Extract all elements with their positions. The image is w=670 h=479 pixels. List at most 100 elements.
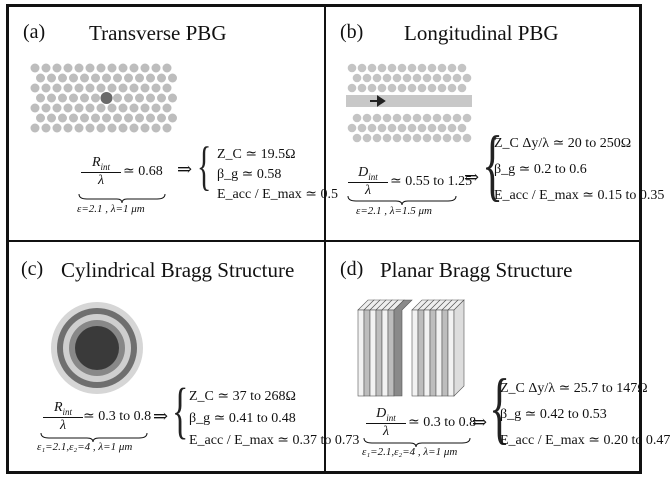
stack-side-face (453, 299, 465, 397)
lattice-rod (85, 83, 95, 93)
ratio-value: ≃ 0.3 to 0.8 (83, 409, 152, 424)
lattice-rod (118, 123, 128, 133)
lattice-rod (432, 73, 442, 83)
lattice-rod (47, 93, 56, 103)
lattice-rod (151, 83, 161, 93)
lattice-rod (96, 63, 106, 73)
panel-title: Transverse PBG (89, 21, 227, 45)
lattice-rod (357, 63, 367, 73)
bragg-layer (429, 309, 437, 397)
lattice-rod (107, 63, 117, 73)
lattice-rod (118, 103, 128, 113)
result-group-velocity: β_g ≃ 0.2 to 0.6 (494, 162, 587, 177)
lattice-rod (412, 73, 422, 83)
lattice-rod (372, 113, 382, 123)
lattice-rod (129, 83, 139, 93)
lattice-rod (407, 63, 417, 73)
lattice-rod (36, 73, 45, 83)
bragg-layer (417, 309, 425, 397)
lattice-rod (397, 63, 407, 73)
bragg-layer (369, 309, 377, 397)
cylindrical-bragg-rings (51, 302, 143, 394)
transverse-pbg-lattice (30, 63, 177, 133)
lattice-rod (124, 73, 133, 83)
lattice-rod (52, 103, 62, 113)
bragg-layer (363, 309, 371, 397)
lattice-rod (407, 123, 417, 133)
lattice-rod (52, 123, 62, 133)
lattice-rod (162, 83, 172, 93)
lattice-rod (41, 83, 51, 93)
lattice-rod (432, 113, 442, 123)
horizontal-divider (6, 240, 642, 242)
lattice-rod (457, 63, 467, 73)
lattice-rod (135, 113, 144, 123)
lattice-rod (462, 133, 472, 143)
panel-tag: (a) (23, 21, 46, 43)
lattice-rod (151, 123, 161, 133)
lattice-rod (352, 73, 362, 83)
results-list: Z_C Δy/λ ≃ 20 to 250Ω β_g ≃ 0.2 to 0.6 E… (494, 131, 664, 209)
planar-bragg-layers (357, 299, 465, 397)
panel-transverse-pbg: (a) Transverse PBG Rint λ ≃ 0.68 ε=2.1 ,… (9, 7, 338, 240)
lattice-rod (151, 63, 161, 73)
lattice-rod (63, 103, 73, 113)
lattice-rod (402, 113, 412, 123)
lattice-rod (442, 73, 452, 83)
lattice-rod (102, 113, 111, 123)
underbrace-label: ε₁=2.1,ε₂=4 , λ=1 μm (362, 446, 458, 458)
lattice-rod (452, 113, 462, 123)
lattice-rod (47, 113, 56, 123)
lattice-rod (377, 123, 387, 133)
lattice-rod (151, 103, 161, 113)
result-impedance: Z_C Δy/λ ≃ 20 to 250Ω (494, 136, 632, 151)
result-field-ratio: E_acc / E_max ≃ 0.20 to 0.47 (500, 433, 670, 448)
lattice-rod (69, 73, 78, 83)
lattice-rod (146, 113, 155, 123)
lattice-rod (392, 73, 402, 83)
lattice-rod (162, 123, 172, 133)
lattice-rod (372, 73, 382, 83)
lattice-rod (427, 83, 437, 93)
results-list: Z_C ≃ 37 to 268Ω β_g ≃ 0.41 to 0.48 E_ac… (189, 386, 359, 452)
lattice-rod (146, 73, 155, 83)
underbrace (40, 432, 148, 443)
lattice-rod (85, 103, 95, 113)
lattice-rod (41, 63, 51, 73)
lattice-rod (80, 73, 89, 83)
lattice-rod (412, 113, 422, 123)
lattice-rod (41, 123, 51, 133)
lattice-rod (58, 113, 67, 123)
lattice-rod (397, 123, 407, 133)
lattice-rod (63, 83, 73, 93)
results-list: Z_C ≃ 19.5Ω β_g ≃ 0.58 E_acc / E_max ≃ 0… (217, 145, 338, 205)
panel-tag: (b) (340, 21, 364, 43)
lattice-rod (387, 83, 397, 93)
lattice-rod (347, 83, 357, 93)
result-field-ratio: E_acc / E_max ≃ 0.5 (217, 187, 338, 202)
lattice-rod (129, 63, 139, 73)
lattice-rod (442, 113, 452, 123)
left-brace: { (489, 364, 511, 452)
lattice-rod (102, 73, 111, 83)
implies-arrow: ⇒ (153, 406, 169, 426)
lattice-rod (462, 73, 472, 83)
bragg-layer (447, 309, 455, 397)
lattice-rod (135, 73, 144, 83)
lattice-rod (382, 73, 392, 83)
lattice-rod (168, 113, 177, 123)
lattice-rod (91, 93, 100, 103)
lattice-rod (124, 113, 133, 123)
lattice-rod (372, 133, 382, 143)
lattice-rod (412, 133, 422, 143)
panel-title: Longitudinal PBG (404, 21, 559, 45)
lattice-rod (367, 123, 377, 133)
lattice-rod (442, 133, 452, 143)
lattice-rod (74, 83, 84, 93)
lattice-rod (422, 133, 432, 143)
lattice-rod (63, 63, 73, 73)
lattice-rod (107, 103, 117, 113)
lattice-rod (362, 113, 372, 123)
lattice-rod (63, 123, 73, 133)
lattice-rod (58, 73, 67, 83)
